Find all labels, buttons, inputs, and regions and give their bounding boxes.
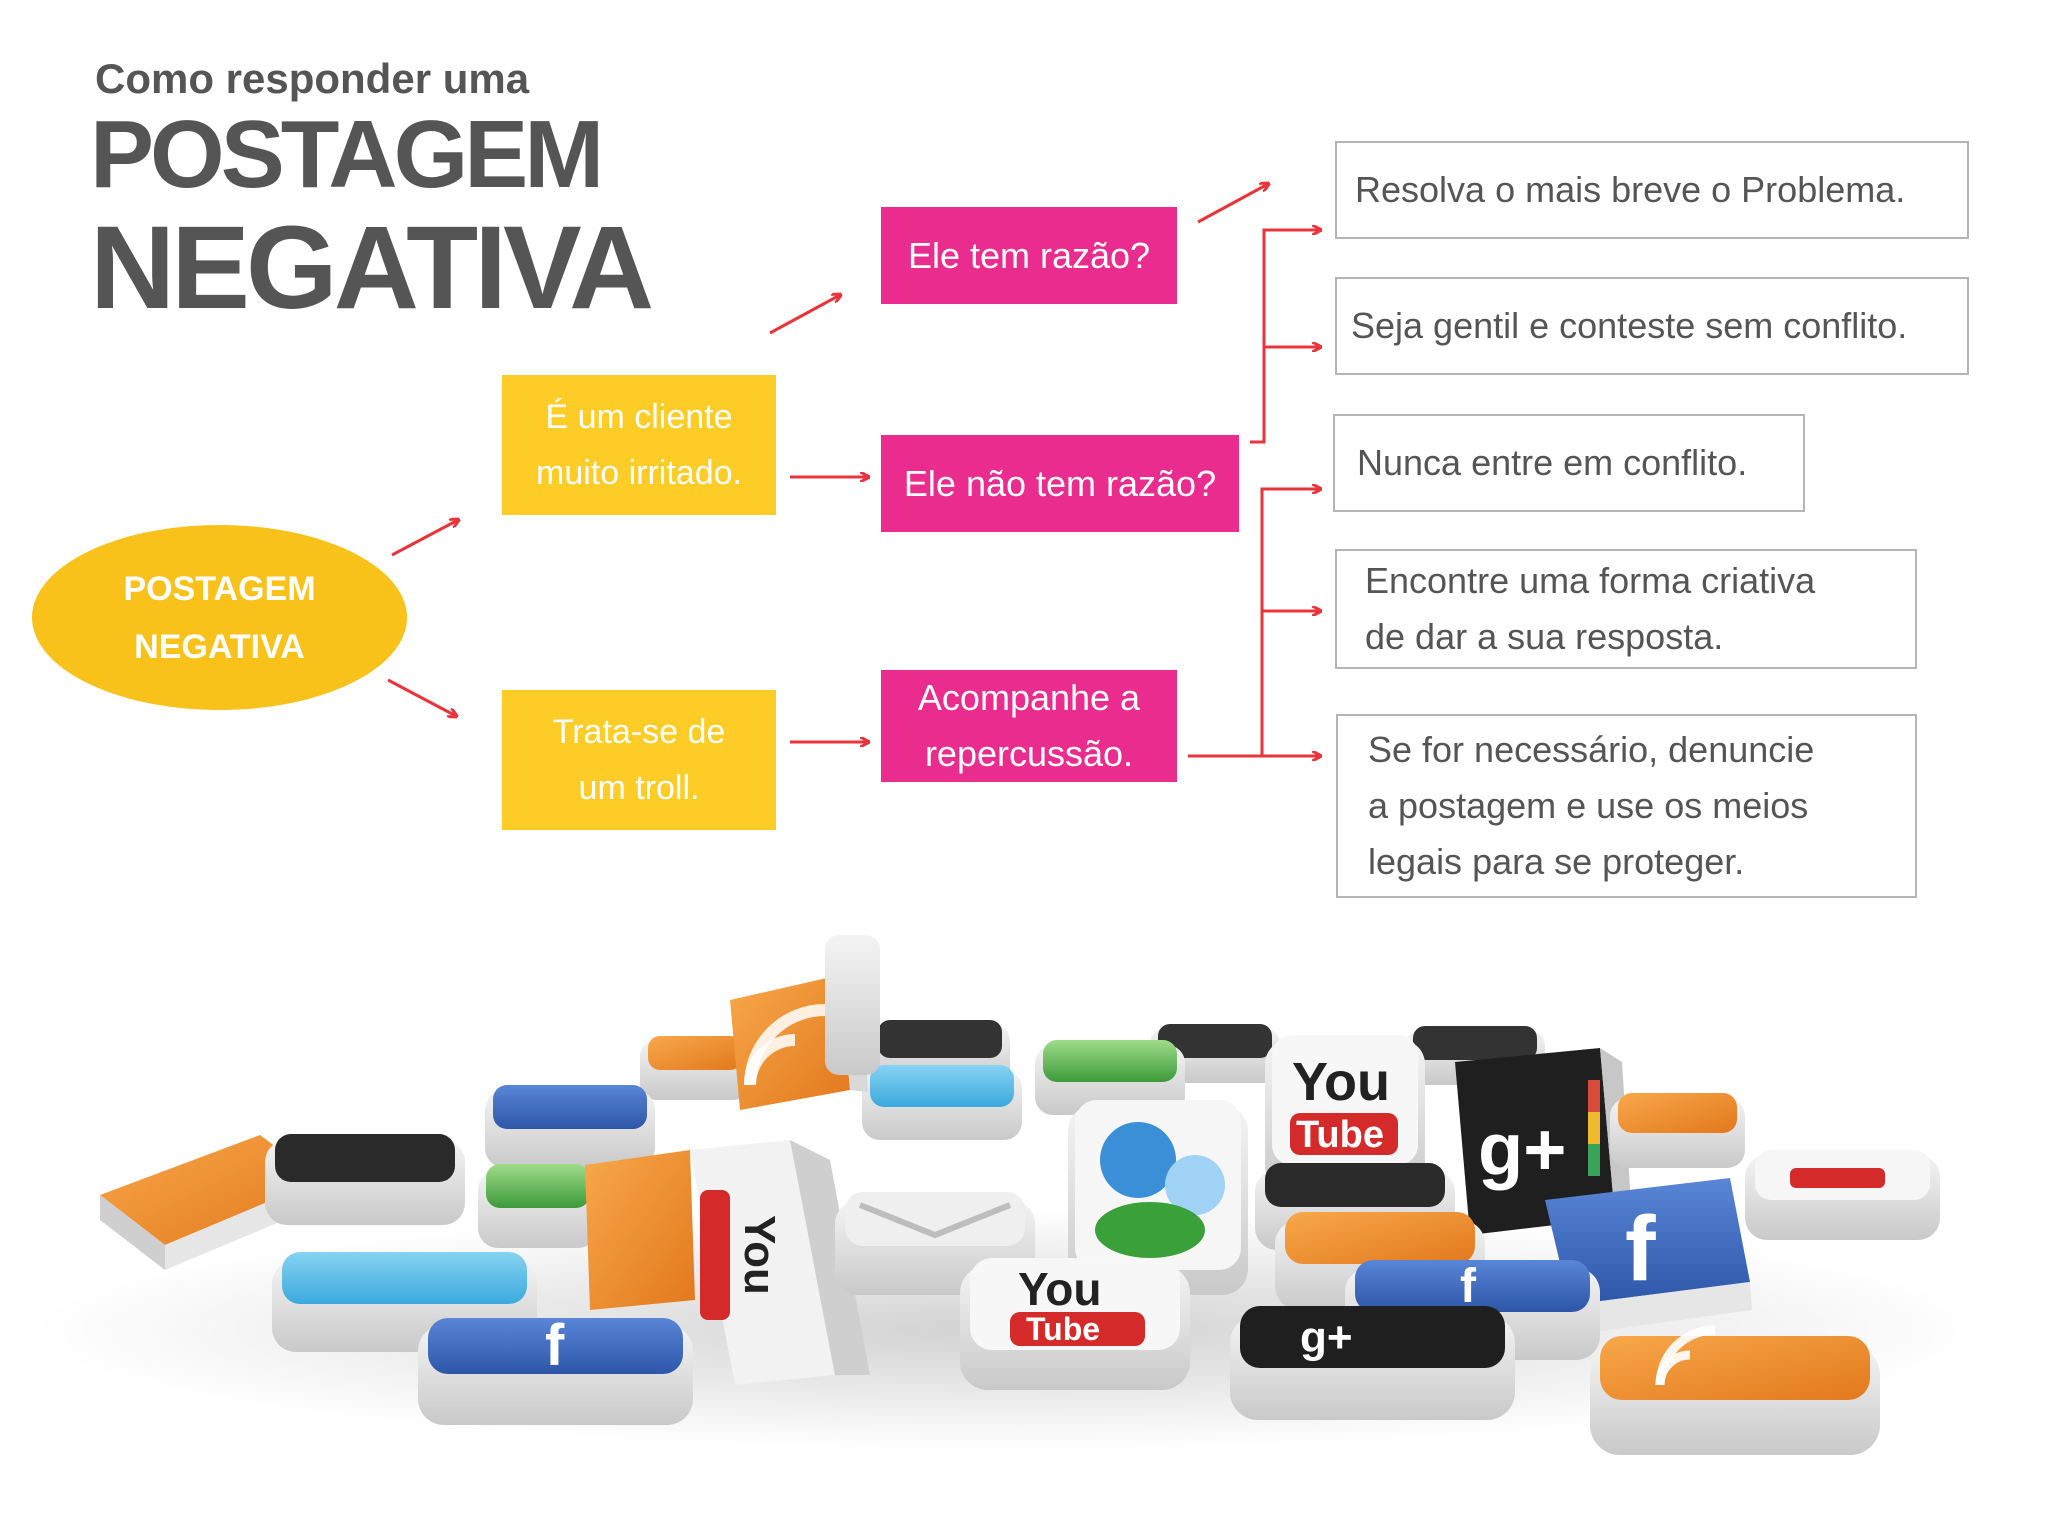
blank-tile-icon <box>825 935 880 1075</box>
facebook-icon <box>485 1085 655 1168</box>
svg-text:Tube: Tube <box>1026 1311 1100 1347</box>
svg-text:f: f <box>545 1313 565 1378</box>
svg-text:You: You <box>1018 1263 1101 1315</box>
svg-text:You: You <box>1292 1052 1390 1112</box>
rss-icon <box>640 1036 750 1100</box>
twitter-icon <box>862 1065 1022 1140</box>
svg-text:f: f <box>1625 1198 1656 1300</box>
rss-icon <box>1590 1330 1880 1455</box>
rss-icon <box>585 1150 695 1310</box>
svg-text:Tube: Tube <box>1296 1114 1384 1156</box>
svg-text:f: f <box>1460 1260 1477 1313</box>
svg-text:You: You <box>735 1215 784 1295</box>
svg-text:g+: g+ <box>1478 1108 1566 1191</box>
youtube-icon <box>1745 1150 1940 1240</box>
svg-text:g+: g+ <box>1300 1313 1353 1362</box>
green-chat-icon <box>478 1164 598 1248</box>
rss-icon <box>1610 1093 1745 1168</box>
youtube-icon: You Tube <box>960 1258 1190 1390</box>
google-plus-icon: g+ <box>1230 1306 1515 1420</box>
facebook-icon: f <box>418 1313 693 1425</box>
google-plus-icon <box>265 1134 465 1225</box>
